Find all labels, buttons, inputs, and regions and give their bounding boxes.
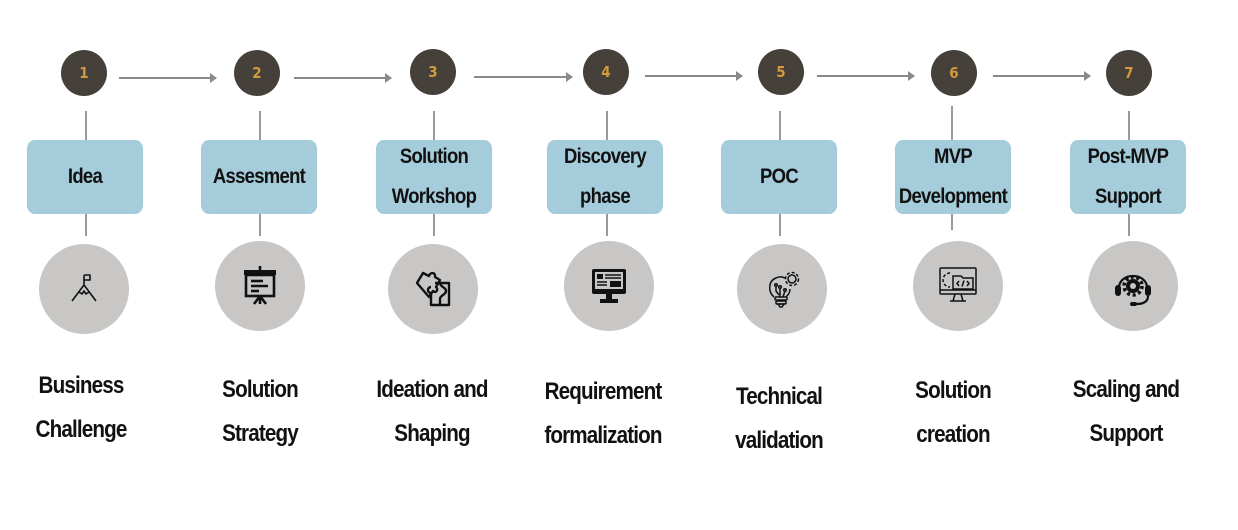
connector-line xyxy=(951,214,953,230)
step-number-label: 7 xyxy=(1124,64,1134,82)
step-number-label: 2 xyxy=(252,64,262,82)
step-number-label: 3 xyxy=(428,63,438,81)
arrow-3-4 xyxy=(474,72,573,82)
arrow-6-7 xyxy=(993,71,1091,81)
outcome-label: Scaling and Support xyxy=(1072,376,1180,447)
outcome-label: Ideation and Shaping xyxy=(376,376,488,447)
step-number-4: 4 xyxy=(583,49,629,95)
icon-circle xyxy=(215,241,305,331)
phase-label: Post-MVP Support xyxy=(1087,145,1169,208)
phase-box-solution-workshop: Solution Workshop xyxy=(375,140,493,214)
phase-label: Idea xyxy=(67,165,103,188)
connector-line xyxy=(1128,111,1130,141)
phase-box-discovery-phase: Discovery phase xyxy=(546,140,664,214)
headset-gear-icon xyxy=(1115,274,1151,306)
icon-circle xyxy=(388,244,478,334)
phase-label: Discovery phase xyxy=(563,145,647,208)
connector-line xyxy=(606,111,608,141)
phase-box-mvp-development: MVP Development xyxy=(894,140,1012,214)
phase-box-poc: POC xyxy=(720,140,838,214)
outcome-label: Solution Strategy xyxy=(222,376,299,447)
monitor-code-icon xyxy=(939,267,977,302)
phase-label: MVP Development xyxy=(898,145,1008,208)
phase-box-assesment: Assesment xyxy=(200,140,318,214)
connector-line xyxy=(1128,214,1130,236)
mountain-flag-icon xyxy=(71,274,97,302)
arrow-4-5 xyxy=(645,71,743,81)
step-number-5: 5 xyxy=(758,49,804,95)
connector-line xyxy=(606,214,608,236)
connector-line xyxy=(951,106,953,141)
outcome-label: Requirement formalization xyxy=(544,378,662,449)
icon-circle xyxy=(913,241,1003,331)
outcome-label: Technical validation xyxy=(735,383,824,454)
connector-line xyxy=(779,214,781,236)
step-number-1: 1 xyxy=(61,50,107,96)
monitor-document-icon xyxy=(592,269,626,303)
icon-circle xyxy=(564,241,654,331)
icon-circle xyxy=(39,244,129,334)
step-number-2: 2 xyxy=(234,50,280,96)
outcome-label: Solution creation xyxy=(915,377,992,448)
icon-circle xyxy=(1088,241,1178,331)
phase-label: POC xyxy=(760,165,799,188)
phase-box-post-mvp-support: Post-MVP Support xyxy=(1069,140,1187,214)
lightbulb-gear-icon xyxy=(769,271,800,308)
connector-line xyxy=(433,111,435,141)
step-number-7: 7 xyxy=(1106,50,1152,96)
arrow-1-2 xyxy=(119,73,217,83)
connector-line xyxy=(85,214,87,236)
step-number-3: 3 xyxy=(410,49,456,95)
connector-line xyxy=(433,214,435,236)
connector-line xyxy=(259,111,261,141)
step-number-label: 5 xyxy=(776,63,786,81)
puzzle-icon xyxy=(415,271,451,307)
phase-label: Solution Workshop xyxy=(391,145,477,208)
presentation-board-icon xyxy=(244,266,276,305)
phase-label: Assesment xyxy=(212,165,306,188)
step-number-6: 6 xyxy=(931,50,977,96)
arrow-5-6 xyxy=(817,71,915,81)
connector-line xyxy=(85,111,87,141)
icon-circle xyxy=(737,244,827,334)
step-number-label: 1 xyxy=(79,64,89,82)
connector-line xyxy=(779,111,781,141)
outcome-label: Business Challenge xyxy=(35,372,128,443)
phase-box-idea: Idea xyxy=(26,140,144,214)
step-number-label: 4 xyxy=(601,63,611,81)
step-number-label: 6 xyxy=(949,64,959,82)
arrow-2-3 xyxy=(294,73,392,83)
connector-line xyxy=(259,214,261,236)
